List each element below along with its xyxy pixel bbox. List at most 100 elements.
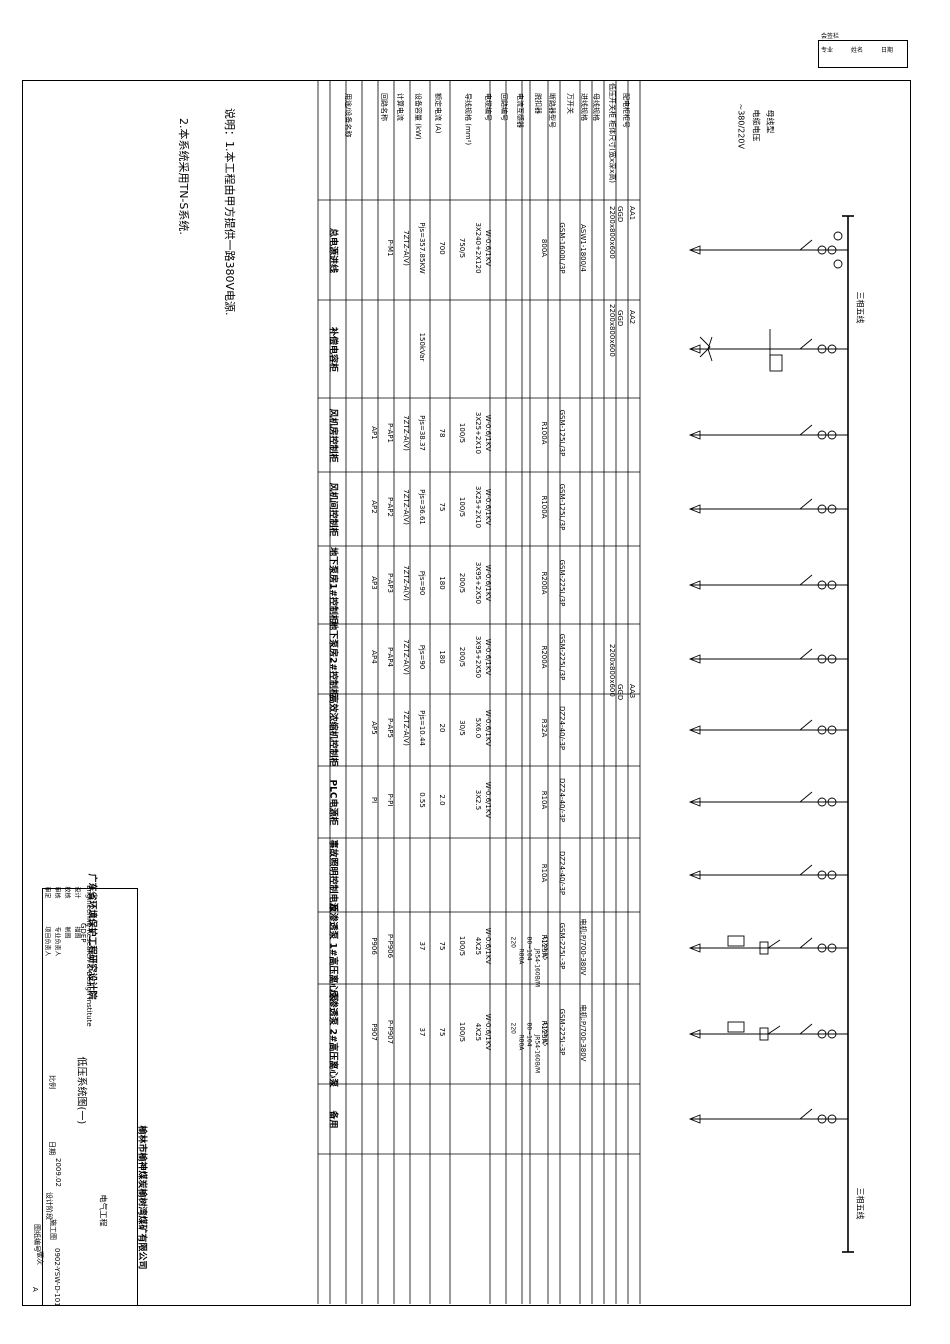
meter-icon: [833, 259, 843, 269]
cell-cable-type: W-0.6/1KV: [484, 229, 492, 267]
cell-power: Pjs=38.37: [418, 415, 426, 451]
cell-model: GSM-125L/3P: [558, 483, 566, 531]
cell-power: 37: [418, 941, 426, 951]
outgoing-arrow-icon: [688, 580, 701, 590]
current-transformer-icon: [817, 344, 827, 354]
cell-rated: 20: [438, 723, 446, 733]
system-line: 母线型: [765, 109, 775, 134]
breaker-switch-icon: [799, 719, 813, 731]
breaker-switch-icon: [799, 937, 813, 949]
cell-cable-type: W-0.6/1KV: [484, 414, 492, 452]
cell-circuit: P-AP2: [386, 497, 394, 517]
cell-ct: 100/5: [458, 496, 466, 518]
header-label: 回路编号: [500, 93, 508, 121]
cell-circuit: P-PI: [386, 793, 394, 807]
contactor-switch-icon: [767, 939, 781, 949]
current-transformer-icon: [827, 870, 837, 880]
system-line: ~380/220V: [736, 103, 746, 149]
contactor-switch-icon: [767, 1025, 781, 1035]
breaker-switch-icon: [799, 864, 813, 876]
header-label: 用途/设备名称: [344, 93, 352, 138]
cell-power: Pjs=10.44: [418, 710, 426, 746]
cell-rating: R32A: [540, 718, 548, 738]
revision-box-title: 会签栏: [821, 33, 840, 40]
cell-power: 37: [418, 1027, 426, 1037]
current-transformer-icon: [827, 1114, 837, 1124]
cell-rating: R10A: [540, 790, 548, 810]
cell-model: GSM-225L-3P: [558, 922, 566, 970]
current-transformer-icon: [817, 725, 827, 735]
cell-rating: R200A: [540, 645, 548, 669]
header-label: 回路名称: [380, 93, 388, 121]
cell-fuse: R80A: [517, 948, 525, 965]
cell-code: 7ZTZ-A(V): [402, 710, 410, 746]
title-block-role: 专业负责人: [53, 926, 61, 957]
cell-power: Pjs=357.85KW: [418, 222, 426, 274]
cell-circuit: P-P906: [386, 933, 394, 959]
header-label: 断路器型号: [548, 93, 556, 128]
cell-code: 7ZTZ-A(V): [402, 489, 410, 525]
drawing-title: 低压系统图(一): [75, 1056, 87, 1125]
cell-power: Pjs=90: [418, 644, 426, 670]
cell-name: 反渗透泵 2#高压离心泵: [327, 989, 338, 1088]
outgoing-arrow-icon: [688, 870, 701, 880]
current-transformer-icon: [817, 245, 827, 255]
cell-cable-type: W-0.6/1KV: [484, 638, 492, 676]
cell-model: DZ24-40/-3P: [558, 777, 566, 823]
cell-cable-type: W-0.6/1KV: [484, 781, 492, 819]
cell-id: AP2: [370, 500, 378, 514]
cell-id: AP4: [370, 650, 378, 664]
header-label: 万开关: [566, 93, 574, 114]
cell-relay: JR54-160B/M: [533, 1034, 541, 1074]
header-label: 导线规格 (mm²): [464, 93, 472, 146]
cell-cable: 3X240+2X120: [474, 222, 482, 274]
outgoing-arrow-icon: [688, 504, 701, 514]
cabinet-size: 2200x800x600: [608, 304, 616, 357]
cabinet-no: AA2: [628, 310, 636, 325]
header-label: 电流互感器: [516, 93, 524, 128]
cell-model: DZ24-40/-3P: [558, 850, 566, 896]
cell-cable: 3X95+2X50: [474, 635, 482, 679]
revision-col: 日期: [881, 47, 894, 54]
cell-rated: 180: [438, 576, 446, 590]
system-line: 电缆电压: [751, 109, 761, 142]
cell-cable-type: W-0.6/1KV: [484, 1013, 492, 1051]
cell-voltage: 220: [509, 1022, 517, 1034]
cell-cable: 3X95+2X50: [474, 561, 482, 605]
current-transformer-icon: [817, 1029, 827, 1039]
cell-rating: R10A: [540, 863, 548, 883]
cell-model: GSM-125L/3P: [558, 409, 566, 457]
cell-name: 反渗透泵 1#高压离心泵: [327, 903, 338, 1002]
current-transformer-icon: [817, 870, 827, 880]
title-block-role: 设计: [73, 886, 81, 899]
cell-cable: 4X25: [474, 1022, 482, 1042]
cabinet-no: AA3: [628, 684, 636, 699]
drawing-border: [22, 80, 911, 1306]
outgoing-arrow-icon: [688, 943, 701, 953]
cell-name: 总电源进线: [327, 227, 338, 273]
breaker-switch-icon: [799, 1108, 813, 1120]
cell-power: 150kVar: [418, 332, 426, 362]
cell-cable: 4X25: [474, 936, 482, 956]
cell-cable-type: W-0.6/1KV: [484, 488, 492, 526]
breaker-switch-icon: [799, 338, 813, 350]
outgoing-arrow-icon: [688, 1114, 701, 1124]
date: 2009.02: [54, 1158, 62, 1187]
cell-rated: 2.0: [438, 794, 446, 806]
title-block-role: 制图: [63, 926, 71, 939]
bus-label-top: 三相五线: [855, 291, 865, 324]
header-label: 配电柜柜号: [622, 93, 630, 128]
title-block-role: 审定: [43, 886, 51, 899]
header-label: 电缆编号: [484, 93, 492, 121]
cell-rating: R100A: [540, 495, 548, 519]
cell-circuit: P-AP3: [386, 573, 394, 593]
cell-breaker: 电机:P/700-380V: [579, 918, 587, 976]
current-transformer-icon: [817, 580, 827, 590]
revision-box: 会签栏 专业 姓名 日期: [818, 33, 908, 68]
cell-relay: JR54-160B/M: [533, 948, 541, 988]
cell-model: GSM-225L-3P: [558, 1008, 566, 1056]
title-block-role: 校核: [63, 886, 71, 899]
cell-ct: 750/5: [458, 237, 466, 259]
capacitor-bank-icon: [699, 336, 713, 362]
